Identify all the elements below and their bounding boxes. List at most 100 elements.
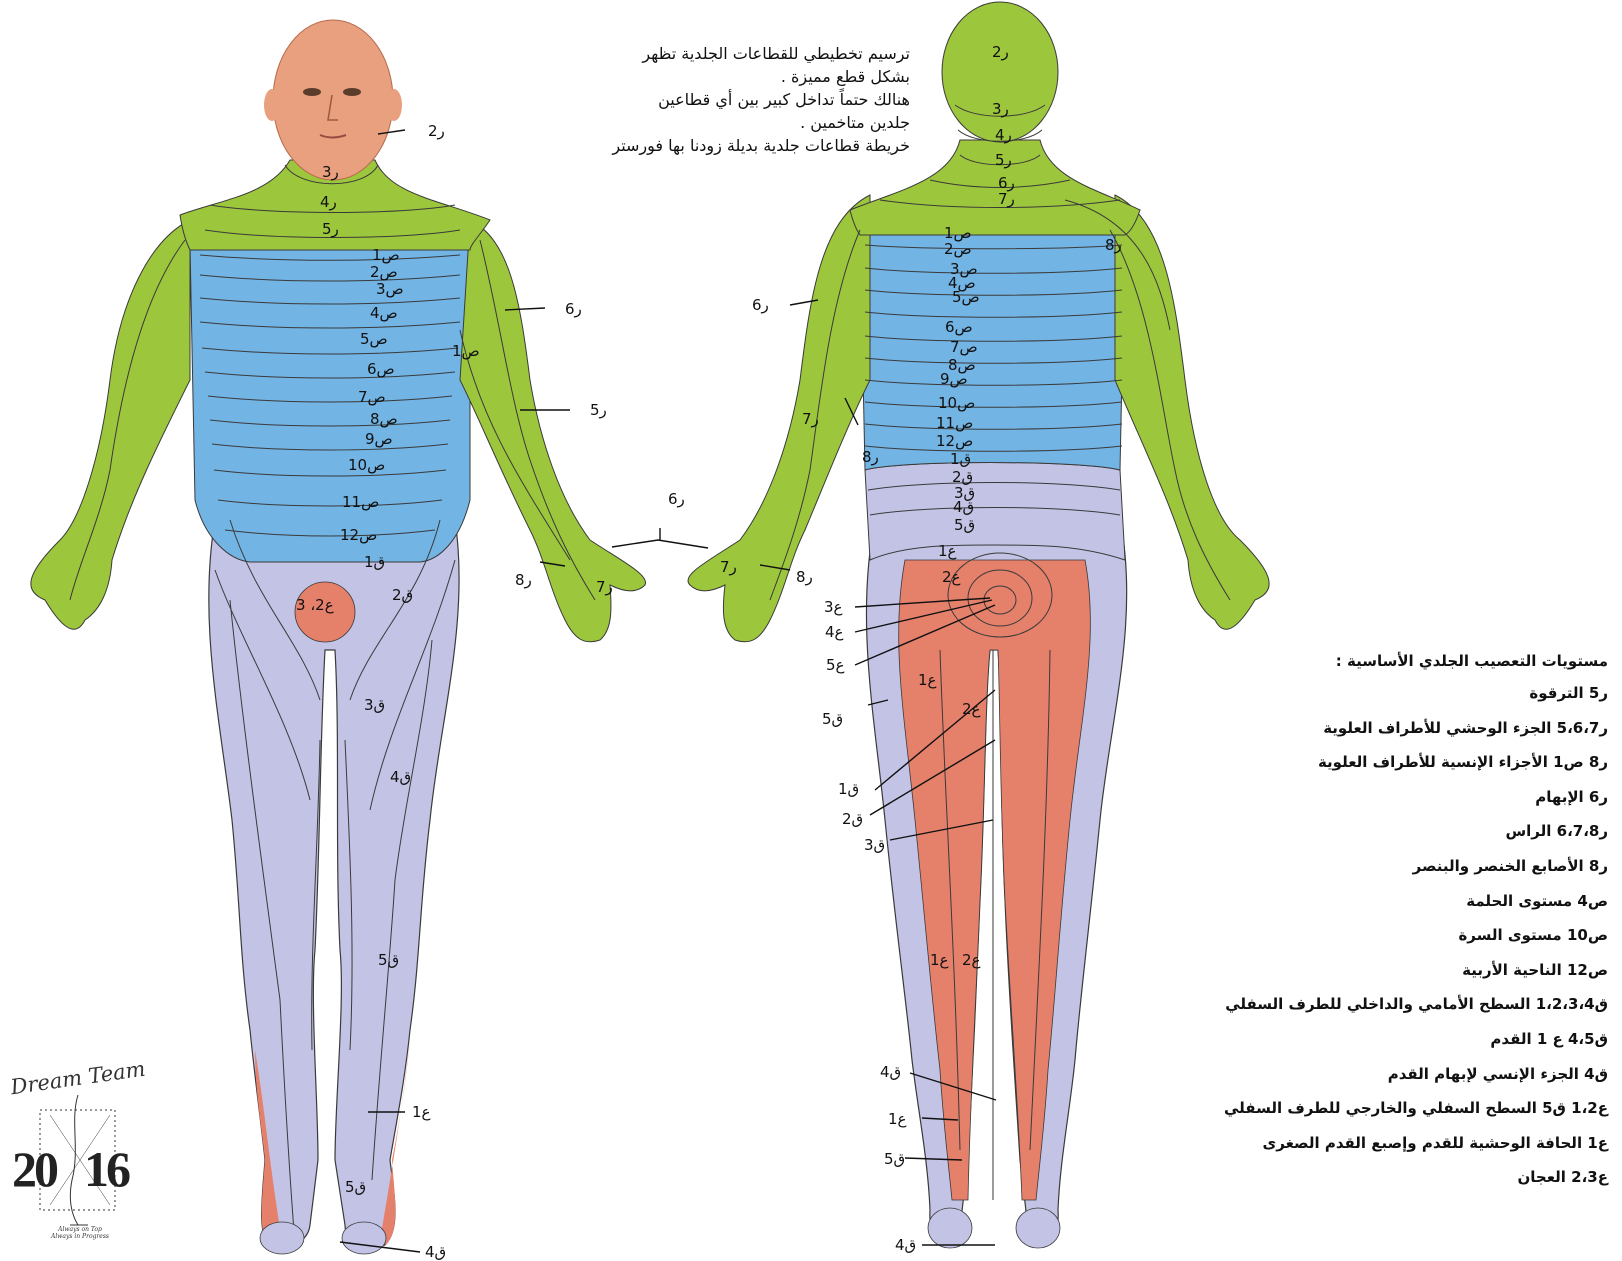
- intro-line: جلدين متاخمين .: [470, 111, 910, 134]
- front-label-c2: ر2: [428, 124, 445, 139]
- legend-item: ع1،2 ق5 السطح السفلي والخارجي للطرف السف…: [1148, 1091, 1608, 1126]
- front-ear-left: [264, 89, 280, 121]
- back-label-c5: ر5: [995, 153, 1012, 168]
- back-label-c7-arm: ر7: [802, 412, 819, 427]
- front-left-arm: [31, 220, 190, 629]
- logo-year-right: 16: [84, 1140, 128, 1198]
- middle-label-c8: ر8: [796, 570, 813, 585]
- back-label-c8-shoulder: ر8: [1105, 238, 1122, 253]
- legend-item: ر6،7،8 الراس: [1148, 814, 1608, 849]
- back-label-t5: ص5: [952, 290, 980, 305]
- back-head: [942, 2, 1058, 142]
- front-eye-right: [343, 88, 361, 96]
- back-label-l4: ق4: [953, 500, 974, 515]
- front-label-t4: ص4: [370, 306, 398, 321]
- back-foot-left: [928, 1208, 972, 1248]
- back-label-t1: ص1: [944, 226, 972, 241]
- back-label-l2: ق2: [952, 470, 973, 485]
- front-label-l1: ق1: [364, 555, 385, 570]
- legend-item: ع2،3 العجان: [1148, 1160, 1608, 1195]
- front-label-t3: ص3: [376, 282, 404, 297]
- intro-line: هنالك حتماً تداخل كبير بين أي قطاعين: [470, 88, 910, 111]
- legend-item: ر8 ص1 الأجزاء الإنسية للأطراف العلوية: [1148, 745, 1608, 780]
- front-torso: [190, 245, 470, 562]
- front-foot-left: [260, 1222, 304, 1254]
- back-label-t2: ص2: [944, 242, 972, 257]
- legend-item: ص10 مستوى السرة: [1148, 918, 1608, 953]
- legend-item: ر5 الترقوة: [1148, 676, 1608, 711]
- front-label-s1-foot: ع1: [412, 1105, 431, 1120]
- back-label-c8-arm: ر8: [862, 450, 879, 465]
- front-label-t5: ص5: [360, 332, 388, 347]
- back-label-l5: ق5: [954, 518, 975, 533]
- front-label-t8: ص8: [370, 412, 398, 427]
- back-label-t9: ص9: [940, 372, 968, 387]
- front-foot-right: [342, 1222, 386, 1254]
- legend-item: ق1،2،3،4 السطح الأمامي والداخلي للطرف ال…: [1148, 987, 1608, 1022]
- back-torso: [860, 230, 1125, 470]
- legend-item: ق4،5 ع 1 القدم: [1148, 1022, 1608, 1057]
- front-label-c4: ر4: [320, 195, 337, 210]
- back-label-c3: ر3: [992, 102, 1009, 117]
- intro-line: ترسيم تخطيطي للقطاعات الجلدية تظهر: [470, 42, 910, 65]
- front-label-c3: ر3: [322, 165, 339, 180]
- logo-tagline: Always on Top Always in Progress: [40, 1226, 120, 1240]
- back-label-s1-ankle: ع1: [888, 1112, 907, 1127]
- legend-item: ق4 الجزء الإنسي لإبهام القدم: [1148, 1057, 1608, 1092]
- back-label-l3-side: ق3: [864, 838, 885, 853]
- front-label-t9: ص9: [365, 432, 393, 447]
- legend-item: ر5،6،7 الجزء الوحشي للأطراف العلوية: [1148, 711, 1608, 746]
- front-label-l5-foot: ق5: [345, 1180, 366, 1195]
- back-label-s1-thigh: ع1: [918, 673, 937, 688]
- legend-title: مستويات التعصيب الجلدي الأساسية :: [1148, 646, 1608, 676]
- front-eye-left: [303, 88, 321, 96]
- front-label-c7-hand: ر7: [596, 580, 613, 595]
- middle-label-c6: ر6: [668, 492, 685, 507]
- front-label-t1: ص1: [372, 248, 400, 263]
- front-label-l4-foot: ق4: [425, 1245, 446, 1260]
- legend-item: ص12 الناحية الأربية: [1148, 953, 1608, 988]
- front-label-t6: ص6: [367, 362, 395, 377]
- intro-line: خريطة قطاعات جلدية بديلة زودنا بها فورست…: [470, 134, 910, 157]
- front-label-c5: ر5: [322, 222, 339, 237]
- back-label-s2-thigh: ع2: [962, 702, 981, 717]
- legend-item: ص4 مستوى الحلمة: [1148, 884, 1608, 919]
- back-label-s1-leg: ع1: [930, 953, 949, 968]
- front-label-t2: ص2: [370, 265, 398, 280]
- front-head: [273, 20, 393, 180]
- back-label-s2: ع2: [942, 570, 961, 585]
- legend-item: ر8 الأصابع الخنصر والبنصر: [1148, 849, 1608, 884]
- legend-item: ر6 الإبهام: [1148, 780, 1608, 815]
- back-label-l1: ق1: [950, 452, 971, 467]
- legend: مستويات التعصيب الجلدي الأساسية : ر5 الت…: [1148, 646, 1608, 1195]
- front-right-arm: [460, 220, 646, 642]
- back-label-s5: ع5: [826, 658, 845, 673]
- front-label-c8-hand: ر8: [515, 573, 532, 588]
- back-label-c2: ر2: [992, 45, 1009, 60]
- back-label-s4: ع4: [825, 625, 844, 640]
- front-label-s23: ع2، 3: [296, 598, 334, 613]
- front-label-t7: ص7: [358, 390, 386, 405]
- intro-text: ترسيم تخطيطي للقطاعات الجلدية تظهر بشكل …: [470, 42, 910, 157]
- back-label-l4-ankle: ق4: [880, 1065, 901, 1080]
- intro-line: بشكل قطع مميزة .: [470, 65, 910, 88]
- back-label-l5-ankle: ق5: [884, 1152, 905, 1167]
- back-label-l1-side: ق1: [838, 782, 859, 797]
- back-label-l5-side: ق5: [822, 712, 843, 727]
- front-label-t11: ص11: [342, 495, 379, 510]
- front-label-c5-arm: ر5: [590, 403, 607, 418]
- front-label-l5: ق5: [378, 953, 399, 968]
- back-label-l4-foot: ق4: [895, 1238, 916, 1253]
- front-label-t10: ص10: [348, 458, 385, 473]
- back-label-s3: ع3: [824, 600, 843, 615]
- back-label-t7: ص7: [950, 340, 978, 355]
- front-label-t12: ص12: [340, 528, 377, 543]
- front-label-c6-arm: ر6: [565, 302, 582, 317]
- front-label-l2: ق2: [392, 588, 413, 603]
- back-label-t6: ص6: [945, 320, 973, 335]
- legend-item: ع1 الحافة الوحشية للقدم وإصبع القدم الصغ…: [1148, 1126, 1608, 1161]
- middle-label-c7: ر7: [720, 560, 737, 575]
- back-label-t11: ص11: [936, 416, 973, 431]
- back-label-t10: ص10: [938, 396, 975, 411]
- logo-year-left: 20: [12, 1140, 56, 1198]
